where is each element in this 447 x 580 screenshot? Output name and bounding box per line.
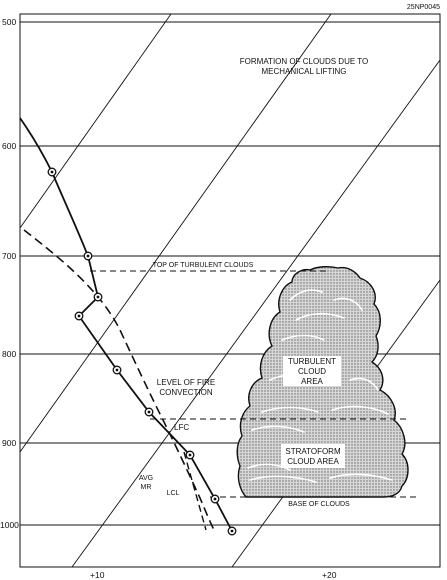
pressure-labels: 500 600 700 800 900 1000 — [0, 17, 19, 530]
pressure-label-500: 500 — [2, 17, 16, 27]
formation-label-line1: FORMATION OF CLOUDS DUE TO — [240, 57, 368, 66]
level-fire-label-line2: CONVECTION — [159, 388, 213, 397]
isotherm-2 — [71, 59, 441, 568]
temperature-label-20: +20 — [322, 570, 337, 580]
pressure-label-800: 800 — [2, 349, 16, 359]
turbulent-label-line3: AREA — [301, 377, 323, 386]
formation-label-line2: MECHANICAL LIFTING — [261, 67, 346, 76]
figure-id: 25NP0045 — [407, 4, 440, 11]
temperature-label-10: +10 — [90, 570, 105, 580]
stratoform-label-line1: STRATOFORM — [285, 447, 341, 456]
lfc-label: LFC — [174, 423, 189, 432]
plot-frame — [19, 13, 441, 568]
sounding-point-centers — [50, 170, 234, 533]
isotherm-1 — [19, 13, 172, 229]
pressure-label-1000: 1000 — [0, 520, 19, 530]
stratoform-label-box — [281, 444, 345, 468]
avg-mixing-ratio-line — [183, 451, 207, 531]
level-fire-label-line1: LEVEL OF FIRE — [157, 378, 215, 387]
lcl-label: LCL — [167, 490, 180, 497]
pressure-label-600: 600 — [2, 141, 16, 151]
pressure-label-700: 700 — [2, 251, 16, 261]
avg-label-line2: MR — [141, 484, 152, 491]
dewpoint-curve — [23, 229, 215, 531]
stratoform-label-line2: CLOUD AREA — [287, 457, 339, 466]
pressure-label-900: 900 — [2, 438, 16, 448]
turbulent-label-line1: TURBULENT — [288, 357, 336, 366]
isotherm-10 — [19, 13, 332, 453]
cloud-texture — [247, 289, 393, 483]
cloud-mass — [236, 265, 409, 498]
turbulent-label-line2: CLOUD — [298, 367, 326, 376]
temperature-sounding — [19, 117, 233, 532]
avg-label-line1: AVG — [139, 475, 153, 482]
top-turbulent-label: TOP OF TURBULENT CLOUDS — [153, 262, 254, 269]
turbulent-label-box — [283, 356, 341, 386]
base-clouds-label: BASE OF CLOUDS — [288, 501, 350, 508]
level-lines — [90, 270, 420, 498]
